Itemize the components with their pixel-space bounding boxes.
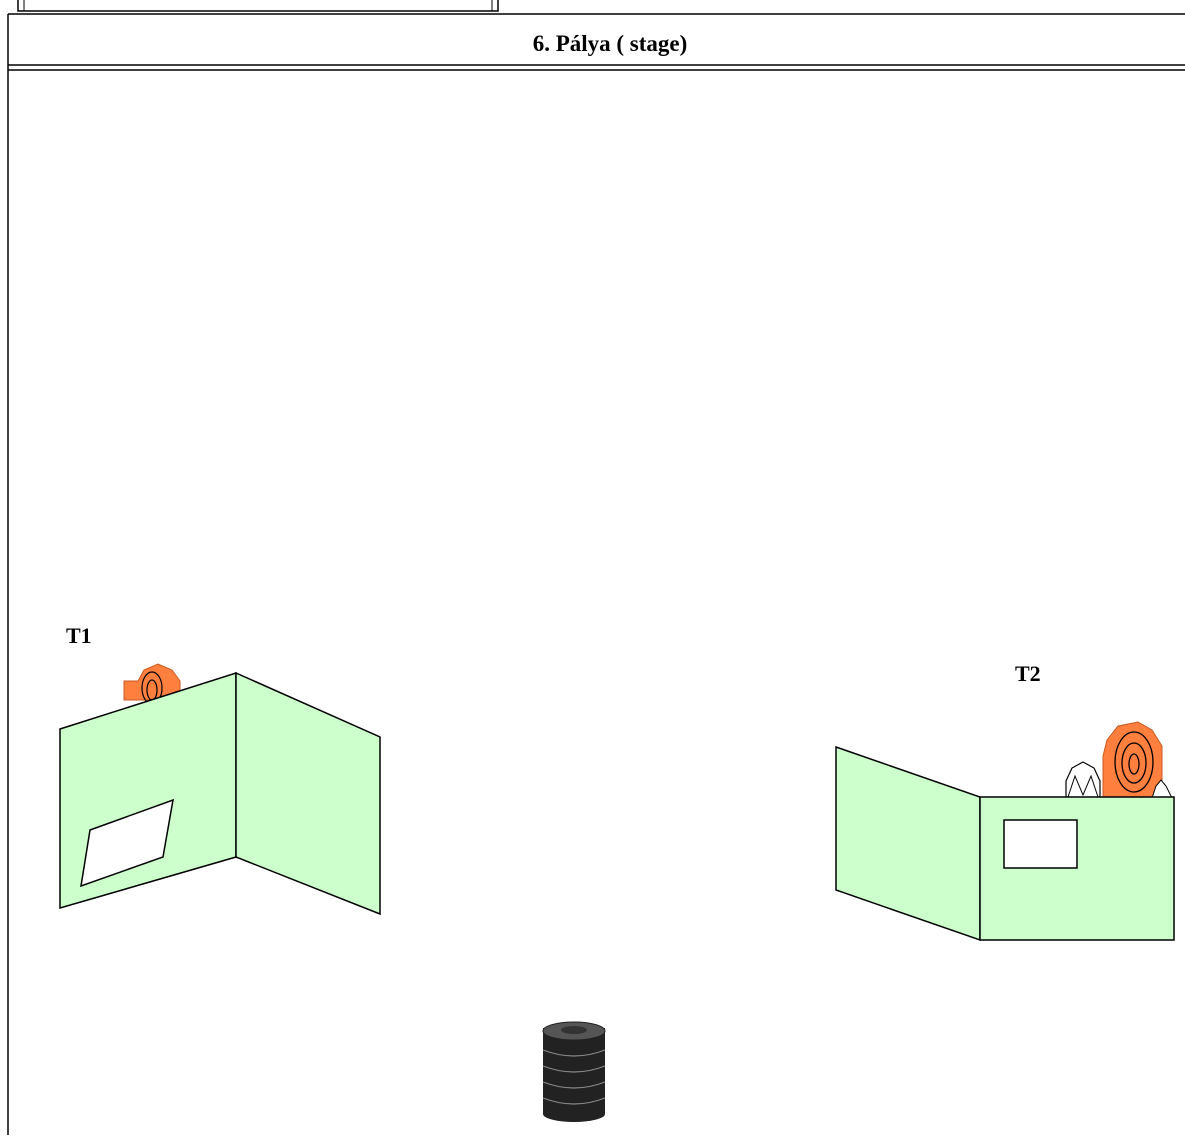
t2-port-opening (1004, 820, 1077, 868)
no-shoot-target-icon (1066, 762, 1100, 798)
bullseye-target-icon (1103, 722, 1162, 798)
tire-stack-icon (543, 1022, 605, 1122)
t2-no-shoot-target (1066, 762, 1100, 798)
t2-label: T2 (1015, 661, 1041, 686)
t2-orange-target (1103, 722, 1162, 798)
top-left-box (18, 0, 498, 11)
t2-wall-left-panel (836, 747, 980, 940)
page-title: 6. Pálya ( stage) (533, 31, 688, 56)
stage-frame (8, 14, 1185, 1135)
t1-label: T1 (66, 623, 92, 648)
t1-wall-right-panel (236, 673, 380, 914)
